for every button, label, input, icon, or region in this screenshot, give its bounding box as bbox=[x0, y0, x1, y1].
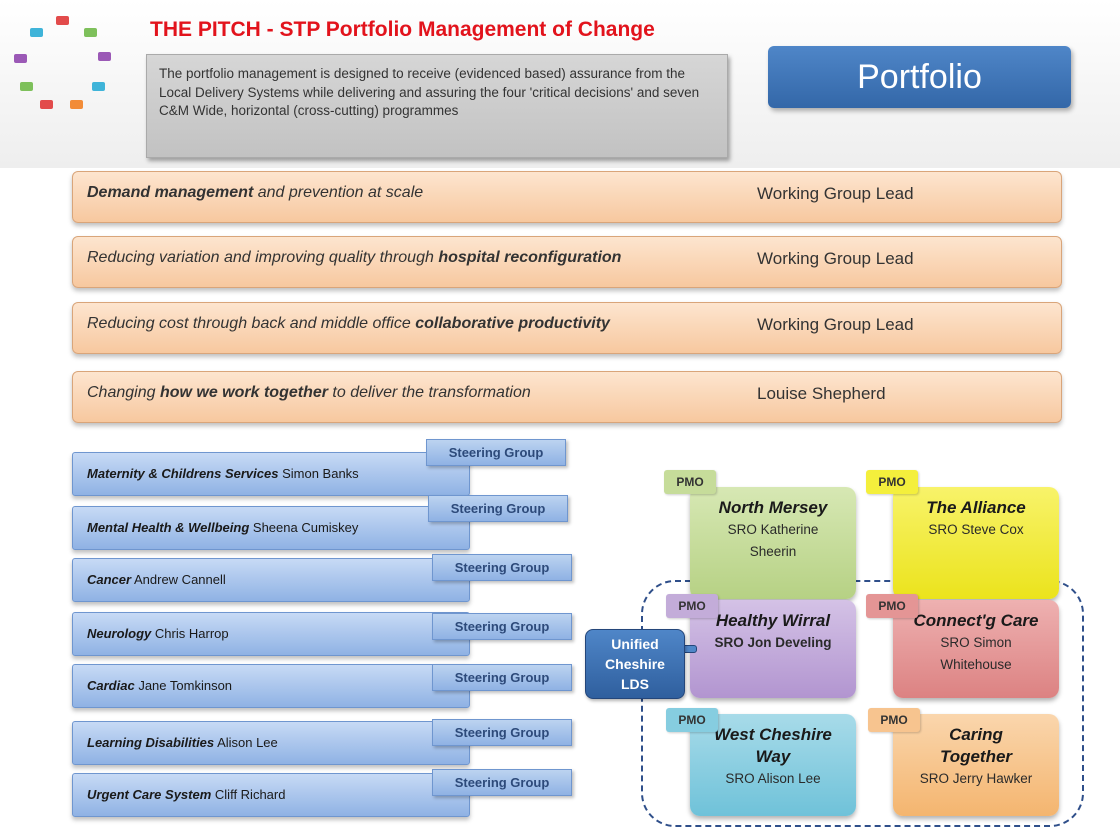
page-title: THE PITCH - STP Portfolio Management of … bbox=[150, 18, 655, 41]
unified-label-line: Unified bbox=[611, 636, 659, 652]
lds-name: North Mersey bbox=[718, 498, 828, 517]
lds-name: The Alliance bbox=[926, 498, 1026, 517]
lds-box-caring-together: Caring Together SRO Jerry Hawker bbox=[893, 714, 1059, 816]
workstream-label: Neurology Chris Harrop bbox=[87, 626, 229, 641]
workstream-bar: Maternity & Childrens Services Simon Ban… bbox=[72, 452, 470, 496]
lds-sro: SRO Simon bbox=[940, 635, 1012, 650]
steering-group-tag: Steering Group bbox=[432, 554, 572, 581]
lds-box-healthy-wirral: Healthy Wirral SRO Jon Develing bbox=[690, 600, 856, 698]
steering-group-tag: Steering Group bbox=[432, 769, 572, 796]
pmo-tag: PMO bbox=[666, 594, 718, 618]
workstream-bar: Urgent Care System Cliff Richard bbox=[72, 773, 470, 817]
pmo-tag: PMO bbox=[866, 594, 918, 618]
pmo-tag: PMO bbox=[868, 708, 920, 732]
workstream-label: Learning Disabilities Alison Lee bbox=[87, 735, 278, 750]
lds-name: Healthy Wirral bbox=[715, 611, 831, 630]
programme-bar: Reducing variation and improving quality… bbox=[72, 236, 1062, 288]
logo-square bbox=[40, 100, 53, 109]
workstream-label: Cardiac Jane Tomkinson bbox=[87, 678, 233, 693]
workstream-bar: Neurology Chris Harrop bbox=[72, 612, 470, 656]
lds-name: Caring bbox=[949, 725, 1003, 744]
workstream-bar: Learning Disabilities Alison Lee bbox=[72, 721, 470, 765]
lds-name: Way bbox=[755, 747, 791, 766]
logo-square bbox=[84, 28, 97, 37]
programme-name: Changing how we work together to deliver… bbox=[87, 384, 531, 401]
steering-group-tag: Steering Group bbox=[432, 664, 572, 691]
lds-box-connecting-care: Connect'g Care SRO Simon Whitehouse bbox=[893, 600, 1059, 698]
workstream-label: Maternity & Childrens Services Simon Ban… bbox=[87, 466, 359, 481]
lds-sro: Whitehouse bbox=[940, 657, 1012, 672]
logo-square bbox=[98, 52, 111, 61]
lds-name: Connect'g Care bbox=[913, 611, 1039, 630]
cheshire-group-outline bbox=[641, 580, 1084, 827]
programme-name: Reducing cost through back and middle of… bbox=[87, 315, 610, 332]
lds-sro: SRO Steve Cox bbox=[928, 522, 1024, 537]
workstream-label: Cancer Andrew Cannell bbox=[87, 572, 226, 587]
logo-square bbox=[14, 54, 27, 63]
logo-square bbox=[92, 82, 105, 91]
logo-square bbox=[20, 82, 33, 91]
steering-group-tag: Steering Group bbox=[428, 495, 568, 522]
portfolio-label: Portfolio bbox=[768, 46, 1071, 108]
workstream-label: Urgent Care System Cliff Richard bbox=[87, 787, 286, 802]
unified-label-line: Cheshire bbox=[605, 656, 665, 672]
programme-lead: Working Group Lead bbox=[757, 184, 914, 203]
lds-box-west-cheshire-way: West Cheshire Way SRO Alison Lee bbox=[690, 714, 856, 816]
programme-name: Demand management and prevention at scal… bbox=[87, 184, 424, 201]
lds-sro: Sheerin bbox=[749, 544, 797, 559]
unified-cheshire-lds-box: Unified Cheshire LDS bbox=[585, 629, 685, 699]
logo-square bbox=[30, 28, 43, 37]
unified-label-line: LDS bbox=[621, 676, 649, 692]
steering-group-tag: Steering Group bbox=[426, 439, 566, 466]
steering-group-tag: Steering Group bbox=[432, 613, 572, 640]
logo-square bbox=[56, 16, 69, 25]
programme-lead: Louise Shepherd bbox=[757, 384, 886, 403]
workstream-bar: Cardiac Jane Tomkinson bbox=[72, 664, 470, 708]
lds-sro: SRO Alison Lee bbox=[725, 771, 821, 786]
programme-lead: Working Group Lead bbox=[757, 315, 914, 334]
pmo-tag: PMO bbox=[866, 470, 918, 494]
intro-text: The portfolio management is designed to … bbox=[146, 54, 728, 158]
lds-box-north-mersey: North Mersey SRO Katherine Sheerin bbox=[690, 487, 856, 599]
lds-sro: SRO Jerry Hawker bbox=[919, 771, 1033, 786]
programme-name: Reducing variation and improving quality… bbox=[87, 249, 622, 266]
programme-bar: Reducing cost through back and middle of… bbox=[72, 302, 1062, 354]
workstream-bar: Mental Health & Wellbeing Sheena Cumiske… bbox=[72, 506, 470, 550]
programme-bar: Changing how we work together to deliver… bbox=[72, 371, 1062, 423]
programme-lead: Working Group Lead bbox=[757, 249, 914, 268]
pmo-tag: PMO bbox=[666, 708, 718, 732]
lds-name: Together bbox=[939, 747, 1013, 766]
lds-sro: SRO Katherine bbox=[727, 522, 819, 537]
workstream-label: Mental Health & Wellbeing Sheena Cumiske… bbox=[87, 520, 359, 535]
steering-group-tag: Steering Group bbox=[432, 719, 572, 746]
lds-box-the-alliance: The Alliance SRO Steve Cox bbox=[893, 487, 1059, 599]
programme-bar: Demand management and prevention at scal… bbox=[72, 171, 1062, 223]
logo-square bbox=[70, 100, 83, 109]
pmo-tag: PMO bbox=[664, 470, 716, 494]
workstream-bar: Cancer Andrew Cannell bbox=[72, 558, 470, 602]
lds-name: West Cheshire bbox=[714, 725, 832, 744]
lds-sro: SRO Jon Develing bbox=[714, 635, 832, 650]
